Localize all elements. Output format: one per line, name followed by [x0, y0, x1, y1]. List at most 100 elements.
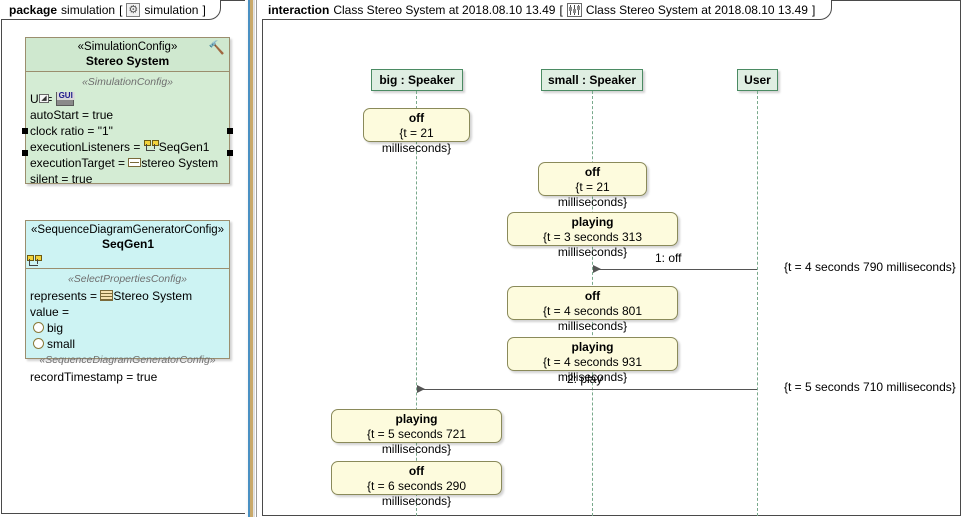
state-box[interactable]: playing {t = 5 seconds 721 milliseconds} [331, 409, 502, 456]
state-time: {t = 4 seconds 801 milliseconds} [542, 304, 643, 333]
property-value-small[interactable]: small [30, 336, 225, 352]
seqgen-config-header: «SequenceDiagramGeneratorConfig» SeqGen1 [26, 221, 229, 269]
lifeline-label-big: big : Speaker [379, 73, 455, 87]
package-name: simulation [61, 2, 116, 17]
bracket-close: ] [202, 2, 206, 17]
lifeline-head-user[interactable]: User [737, 69, 778, 91]
property-autostart[interactable]: autoStart = true [30, 108, 114, 122]
message-label-2: 2: play [567, 372, 603, 386]
state-box[interactable]: playing {t = 4 seconds 931 milliseconds} [507, 337, 678, 384]
property-value[interactable]: value = [30, 305, 70, 319]
block-icon [100, 290, 114, 301]
property-silent[interactable]: silent = true [30, 172, 93, 186]
interaction-keyword: interaction [268, 2, 330, 17]
message-line-2[interactable] [417, 389, 757, 390]
scrollbar-track [248, 0, 250, 517]
state-name: playing [571, 215, 614, 229]
seqgen-compartment-stereotype-2: «SequenceDiagramGeneratorConfig» [39, 354, 216, 366]
interaction-frame-label: interaction Class Stereo System at 2018.… [262, 0, 833, 20]
scrollbar-thumb[interactable] [250, 0, 253, 517]
state-box[interactable]: off {t = 21 milliseconds} [363, 108, 470, 155]
state-time: {t = 21 milliseconds} [557, 180, 628, 209]
state-name: playing [395, 412, 438, 426]
bracket-close: ] [811, 2, 816, 17]
seqgen-icon [27, 255, 42, 268]
selection-handle-right-lower[interactable] [227, 150, 233, 156]
state-time: {t = 6 seconds 290 milliseconds} [366, 479, 467, 508]
lifeline-head-small[interactable]: small : Speaker [541, 69, 643, 91]
property-record-timestamp[interactable]: recordTimestamp = true [30, 370, 158, 384]
property-execution-target-value: stereo System [141, 156, 219, 170]
sequence-diagram-panel[interactable]: interaction Class Stereo System at 2018.… [262, 0, 962, 517]
lifeline-head-big[interactable]: big : Speaker [371, 69, 463, 91]
property-execution-target[interactable]: executionTarget = stereo System [30, 155, 225, 171]
value-bullet-icon [33, 338, 44, 349]
property-represents[interactable]: represents = Stereo System [30, 288, 225, 304]
simulation-config-title: Stereo System [85, 54, 170, 68]
lifeline-line-big [416, 91, 417, 516]
simulation-config-block[interactable]: «SimulationConfig» Stereo System 🔨 «Simu… [25, 37, 230, 186]
bracket-open: [ [559, 2, 563, 17]
state-time: {t = 21 milliseconds} [381, 126, 452, 155]
state-name: off [408, 464, 425, 478]
state-time: {t = 3 seconds 313 milliseconds} [542, 230, 643, 259]
simulation-config-compartment-stereotype: «SimulationConfig» [81, 76, 174, 88]
message-arrowhead-1 [593, 265, 601, 273]
package-frame-label: package simulation [ ⚙ simulation ] [1, 0, 221, 20]
value-bullet-icon [33, 322, 44, 333]
lifeline-label-small: small : Speaker [547, 73, 637, 87]
selection-handle-right-middle[interactable] [227, 128, 233, 134]
state-box[interactable]: playing {t = 3 seconds 313 milliseconds} [507, 212, 678, 259]
lifeline-label-user: User [744, 73, 771, 87]
package-icon: ⚙ [126, 2, 141, 17]
gui-icon: GUI [55, 92, 75, 106]
state-time: {t = 5 seconds 721 milliseconds} [366, 427, 467, 456]
seqgen-config-block[interactable]: «SequenceDiagramGeneratorConfig» SeqGen1… [25, 220, 230, 384]
property-execution-target-label: executionTarget = [30, 156, 126, 170]
state-name: off [584, 289, 601, 303]
property-clock-ratio[interactable]: clock ratio = "1" [30, 124, 113, 138]
simulation-config-header: «SimulationConfig» Stereo System 🔨 [26, 38, 229, 72]
sequence-diagram-icon [566, 2, 582, 17]
seqgen-config-title: SeqGen1 [101, 237, 155, 251]
lifeline-line-user [757, 91, 758, 516]
package-tag-name: simulation [144, 2, 199, 17]
seqgen-compartment-stereotype-1: «SelectPropertiesConfig» [67, 273, 188, 285]
property-execution-listeners-value: SeqGen1 [158, 140, 210, 154]
state-name: playing [571, 340, 614, 354]
property-represents-value: Stereo System [113, 289, 193, 303]
message-time-1: {t = 4 seconds 790 milliseconds} [784, 260, 956, 274]
seqgen-config-body: «SelectPropertiesConfig» represents = St… [26, 269, 229, 389]
property-value-big-label: big [47, 321, 64, 335]
package-keyword: package [9, 2, 58, 17]
property-value-big[interactable]: big [30, 320, 225, 336]
message-line-1[interactable] [593, 269, 757, 270]
state-name: off [408, 111, 425, 125]
state-box[interactable]: off {t = 4 seconds 801 milliseconds} [507, 286, 678, 333]
seqgen-config-stereotype: «SequenceDiagramGeneratorConfig» [31, 224, 225, 236]
seqgen-icon [143, 140, 159, 153]
state-box[interactable]: off {t = 6 seconds 290 milliseconds} [331, 461, 502, 508]
tool-icon: 🔨 [208, 40, 225, 55]
bracket-open: [ [119, 2, 123, 17]
message-time-2: {t = 5 seconds 710 milliseconds} [784, 380, 956, 394]
state-time: {t = 4 seconds 931 milliseconds} [542, 355, 643, 384]
property-execution-listeners[interactable]: executionListeners = SeqGen1 [30, 139, 225, 155]
property-execution-listeners-label: executionListeners = [30, 140, 141, 154]
part-icon [128, 158, 142, 167]
selection-handle-left-middle[interactable] [22, 128, 28, 134]
state-name: off [584, 165, 601, 179]
state-box[interactable]: off {t = 21 milliseconds} [538, 162, 647, 209]
nested-marker-icon: ◢ [39, 94, 49, 103]
selection-handle-left-lower[interactable] [22, 150, 28, 156]
property-value-small-label: small [47, 337, 76, 351]
property-ui[interactable]: UI = GUI [30, 91, 225, 107]
panel-divider[interactable] [256, 0, 257, 517]
simulation-config-body: «SimulationConfig» UI = GUI autoStart = … [26, 72, 229, 191]
message-label-1: 1: off [655, 251, 682, 265]
left-panel-vertical-scrollbar[interactable] [245, 0, 255, 517]
property-represents-label: represents = [30, 289, 98, 303]
package-diagram-panel[interactable]: package simulation [ ⚙ simulation ] «Sim… [0, 0, 255, 517]
interaction-tag-name: Class Stereo System at 2018.08.10 13.49 [585, 2, 808, 17]
